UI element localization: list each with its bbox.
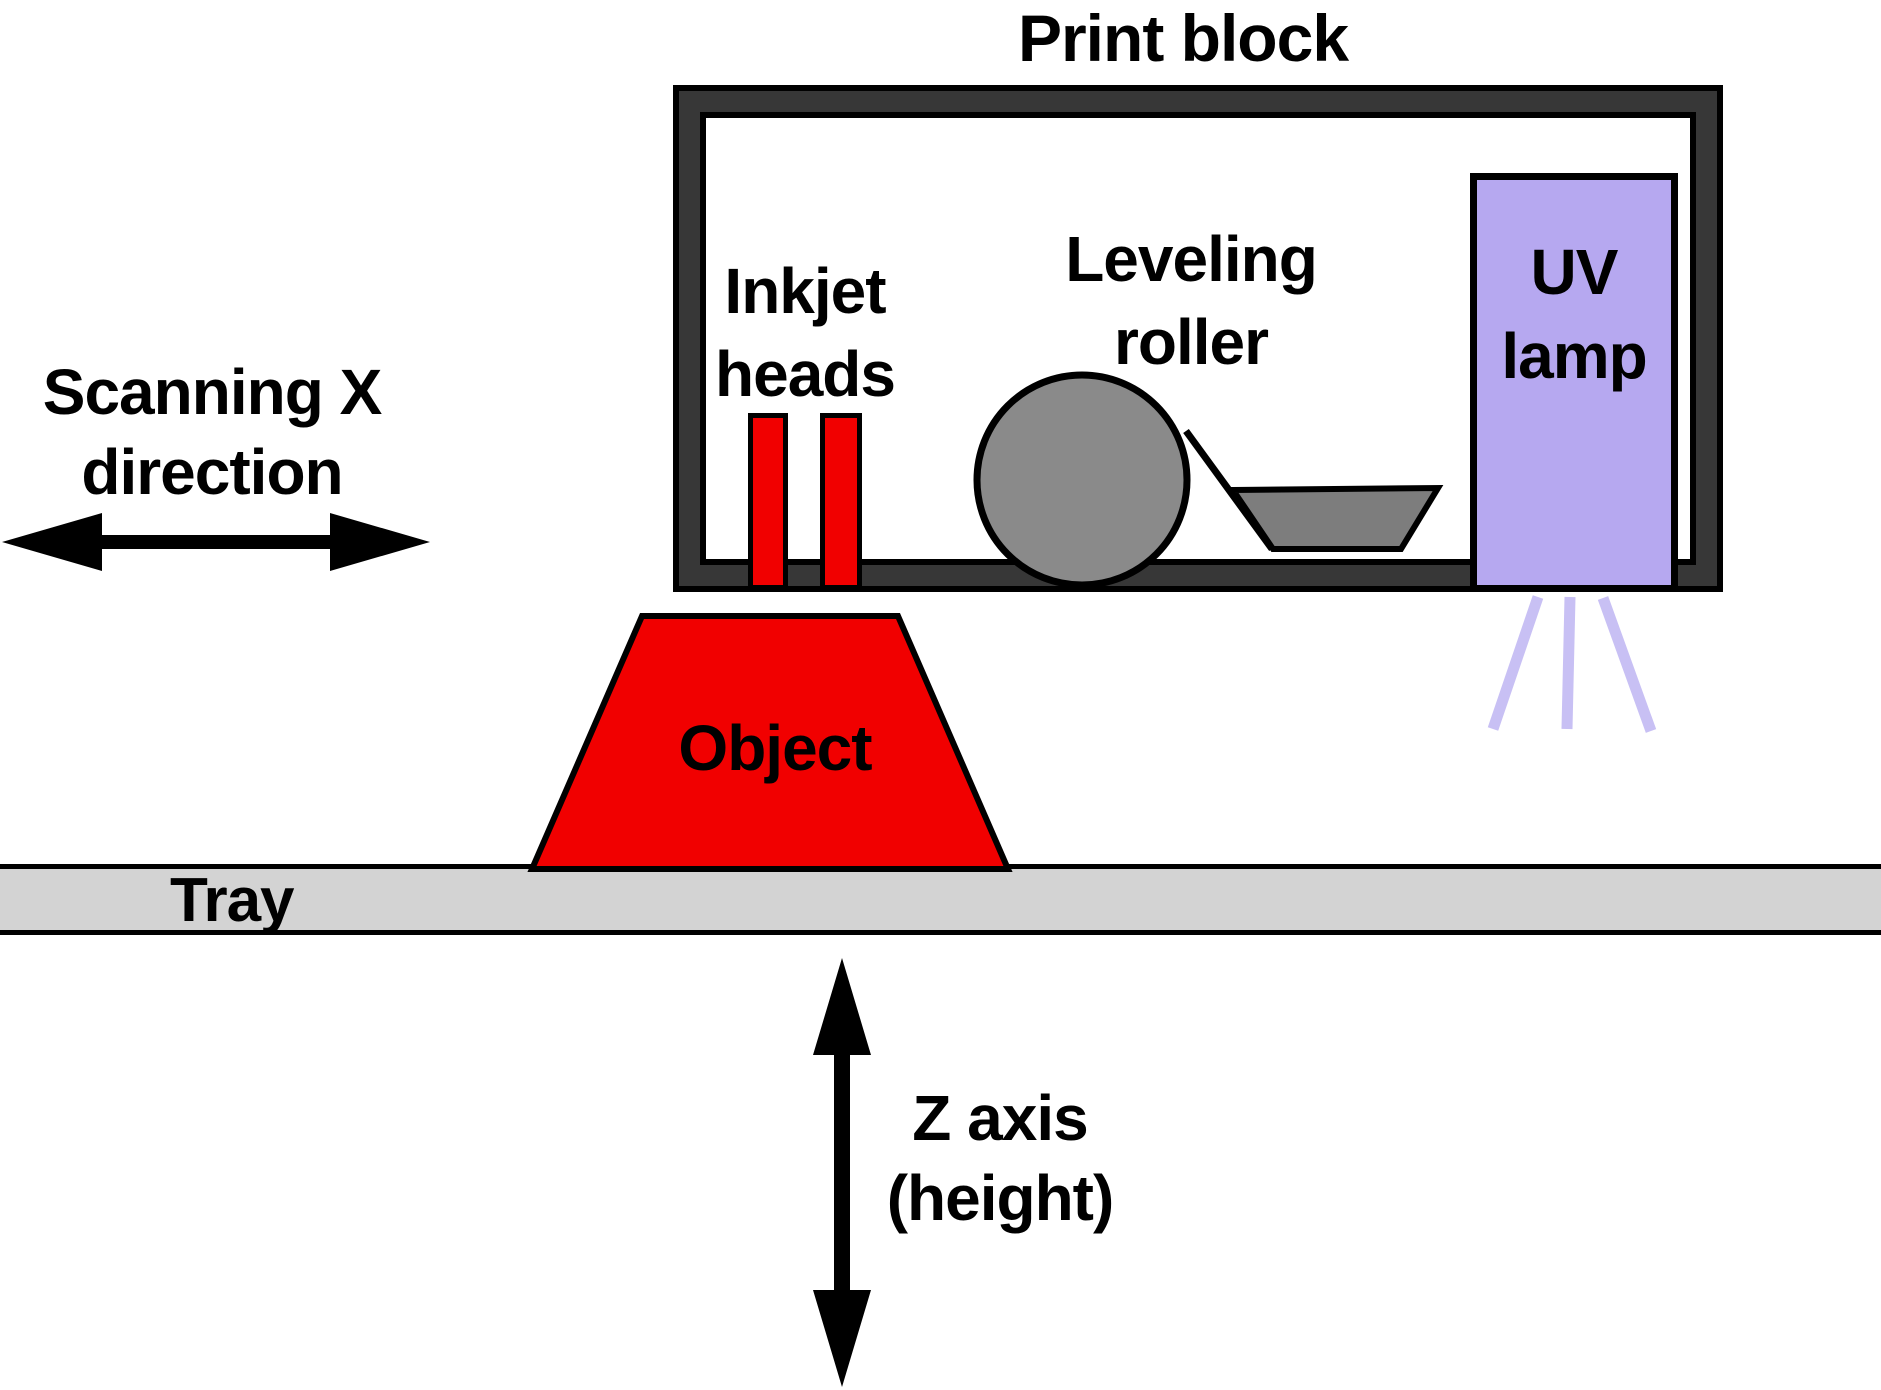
inkjet-head-bar-right xyxy=(820,413,862,590)
uv-rays xyxy=(1487,595,1657,733)
scanning-direction-label: Scanning X direction xyxy=(0,352,424,512)
scanning-label-line2: direction xyxy=(81,436,343,508)
uv-ray-middle xyxy=(1561,596,1576,730)
tray-label: Tray xyxy=(170,866,295,935)
uv-lamp-label-line1: UV xyxy=(1530,236,1619,308)
roller-label-line2: roller xyxy=(1113,306,1269,378)
uv-lamp: UV lamp xyxy=(1470,173,1678,592)
inkjet-label-line1: Inkjet xyxy=(724,255,886,327)
inkjet-label-line2: heads xyxy=(715,338,896,410)
scanning-label-line1: Scanning X xyxy=(42,356,383,428)
z-axis-label-line2: (height) xyxy=(886,1162,1115,1234)
scan-x-arrow xyxy=(2,513,430,571)
uv-lamp-label-line2: lamp xyxy=(1501,320,1647,392)
z-axis-label: Z axis (height) xyxy=(800,1078,1200,1238)
z-axis-label-line1: Z axis xyxy=(912,1082,1088,1154)
inkjet-head-bar-left xyxy=(748,413,788,590)
print-block-title: Print block xyxy=(1017,1,1349,75)
uv-ray-right xyxy=(1597,596,1657,733)
object-label: Object xyxy=(678,712,872,784)
leveling-roller-label: Leveling roller xyxy=(1016,218,1366,384)
inkjet-heads-label: Inkjet heads xyxy=(655,250,955,416)
uv-ray-left xyxy=(1487,595,1544,731)
roller-label-line1: Leveling xyxy=(1065,223,1318,295)
